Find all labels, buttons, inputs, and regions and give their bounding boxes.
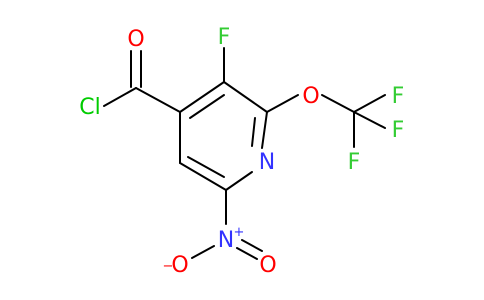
bond-c6-c5 <box>179 162 227 191</box>
bond-o-cf3 <box>321 94 355 113</box>
atom-o-nitro-left: O <box>171 253 188 278</box>
bond-c2-o <box>266 94 299 113</box>
atom-f-cf3-bottom: F <box>348 150 361 175</box>
atom-labels: Cl O F O F F F N N + O − O <box>79 25 404 278</box>
bond-c4-acyl <box>135 87 181 113</box>
charge-o-nitro-left: − <box>163 259 174 274</box>
atom-o-carbonyl: O <box>127 27 144 52</box>
atom-o-nitro-right: O <box>259 253 276 278</box>
bond-c4-c3 <box>179 81 225 113</box>
bond-c2-n1 <box>261 111 268 149</box>
charge-n-nitro: + <box>234 225 245 240</box>
bond-c2-n1-double <box>251 117 256 147</box>
bond-nitro-o-left <box>191 245 215 259</box>
bond-cf3-f2 <box>353 111 386 129</box>
bond-cf3-f1 <box>353 94 386 113</box>
bond-c3-c2 <box>223 81 268 113</box>
atom-n-ring: N <box>259 150 275 175</box>
atom-f-cf3-right-bottom: F <box>392 118 405 143</box>
bond-c6-c5-double <box>187 156 225 178</box>
atom-f-ring: F <box>218 25 231 50</box>
bond-nitro-o-right <box>236 247 258 260</box>
bond-nitro-o-right-double <box>241 239 263 252</box>
bond-acyl-cl <box>103 87 137 107</box>
atom-o-ether: O <box>302 84 319 109</box>
bond-n1-c6 <box>225 171 253 191</box>
atom-n-nitro: N <box>218 228 234 253</box>
atom-cl: Cl <box>79 95 100 120</box>
atom-f-cf3-right-top: F <box>392 84 405 109</box>
bond-c4-c3-double <box>189 94 225 119</box>
bonds <box>103 47 386 260</box>
